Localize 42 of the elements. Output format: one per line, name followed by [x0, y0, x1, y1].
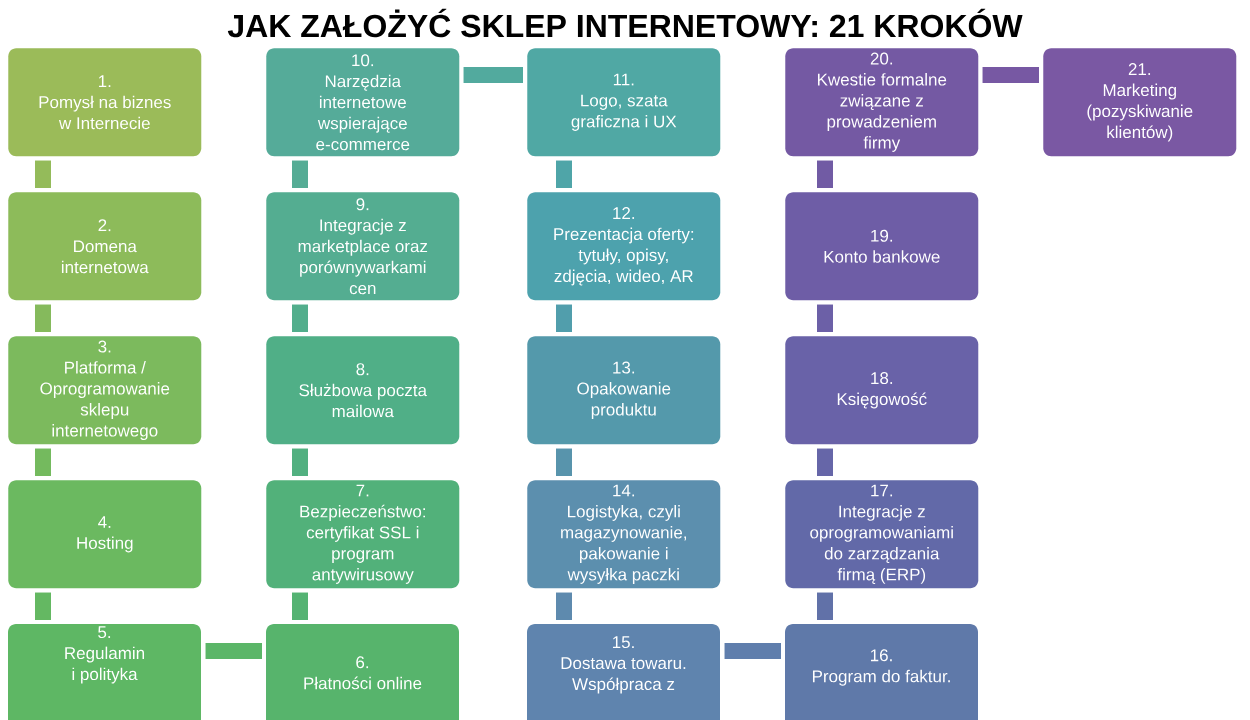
connector-bar — [292, 304, 308, 332]
step-box: 5. Regulamin i polityka — [8, 624, 201, 720]
step-box: 7. Bezpieczeństwo: certyfikat SSL i program antywirusowy — [266, 480, 460, 589]
connector-bar — [35, 592, 51, 620]
step-box: 2. Domena internetowa — [8, 192, 202, 301]
connector-bar — [205, 643, 262, 659]
step-box: 16. Program do faktur. — [785, 624, 978, 720]
step-box: 17. Integracje z oprogramowaniami do zarządzania firmą (ERP) — [785, 480, 979, 589]
step-box: 11. Logo, szata graficzna i UX — [527, 48, 721, 157]
connector-bar — [292, 448, 308, 476]
step-box: 13. Opakowanie produktu — [527, 336, 721, 445]
connector-bar — [817, 160, 833, 188]
step-box: 3. Platforma / Oprogramowanie sklepu internetowego — [8, 336, 202, 445]
step-box: 10. Narzędzia internetowe wspierające e-commerce — [266, 48, 460, 157]
step-box: 18. Księgowość — [785, 336, 979, 445]
connector-bar — [463, 67, 523, 83]
connector-bar — [292, 160, 308, 188]
connector-bar — [817, 448, 833, 476]
connector-bar — [556, 592, 572, 620]
step-box: 14. Logistyka, czyli magazynowanie, pakowanie i wysyłka paczki — [527, 480, 721, 589]
connector-bar — [35, 448, 51, 476]
connector-bar — [724, 643, 781, 659]
connector-bar — [556, 160, 572, 188]
step-box: 8. Służbowa poczta mailowa — [266, 336, 460, 445]
step-box: 21. Marketing (pozyskiwanie klientów) — [1043, 48, 1237, 157]
connector-bar — [292, 592, 308, 620]
step-box: 6. Płatności online — [266, 624, 459, 720]
connector-bar — [817, 304, 833, 332]
step-box: 9. Integracje z marketplace oraz porównywarkami cen — [266, 192, 460, 301]
step-box: 1. Pomysł na biznes w Internecie — [8, 48, 202, 157]
connector-bar — [35, 304, 51, 332]
connector-bar — [982, 67, 1039, 83]
title: JAK ZAŁOŻYĆ SKLEP INTERNETOWY: 21 KROKÓW — [227, 8, 1023, 38]
connector-bar — [556, 448, 572, 476]
step-box: 4. Hosting — [8, 480, 202, 589]
step-box: 12. Prezentacja oferty: tytuły, opisy, zdjęcia, wideo, AR — [527, 192, 721, 301]
step-box: 15. Dostawa towaru. Współpraca z — [527, 624, 720, 720]
connector-bar — [556, 304, 572, 332]
step-box: 20. Kwestie formalne związane z prowadzeniem firmy — [785, 48, 979, 157]
connector-bar — [35, 160, 51, 188]
connector-bar — [817, 592, 833, 620]
step-box: 19. Konto bankowe — [785, 192, 979, 301]
